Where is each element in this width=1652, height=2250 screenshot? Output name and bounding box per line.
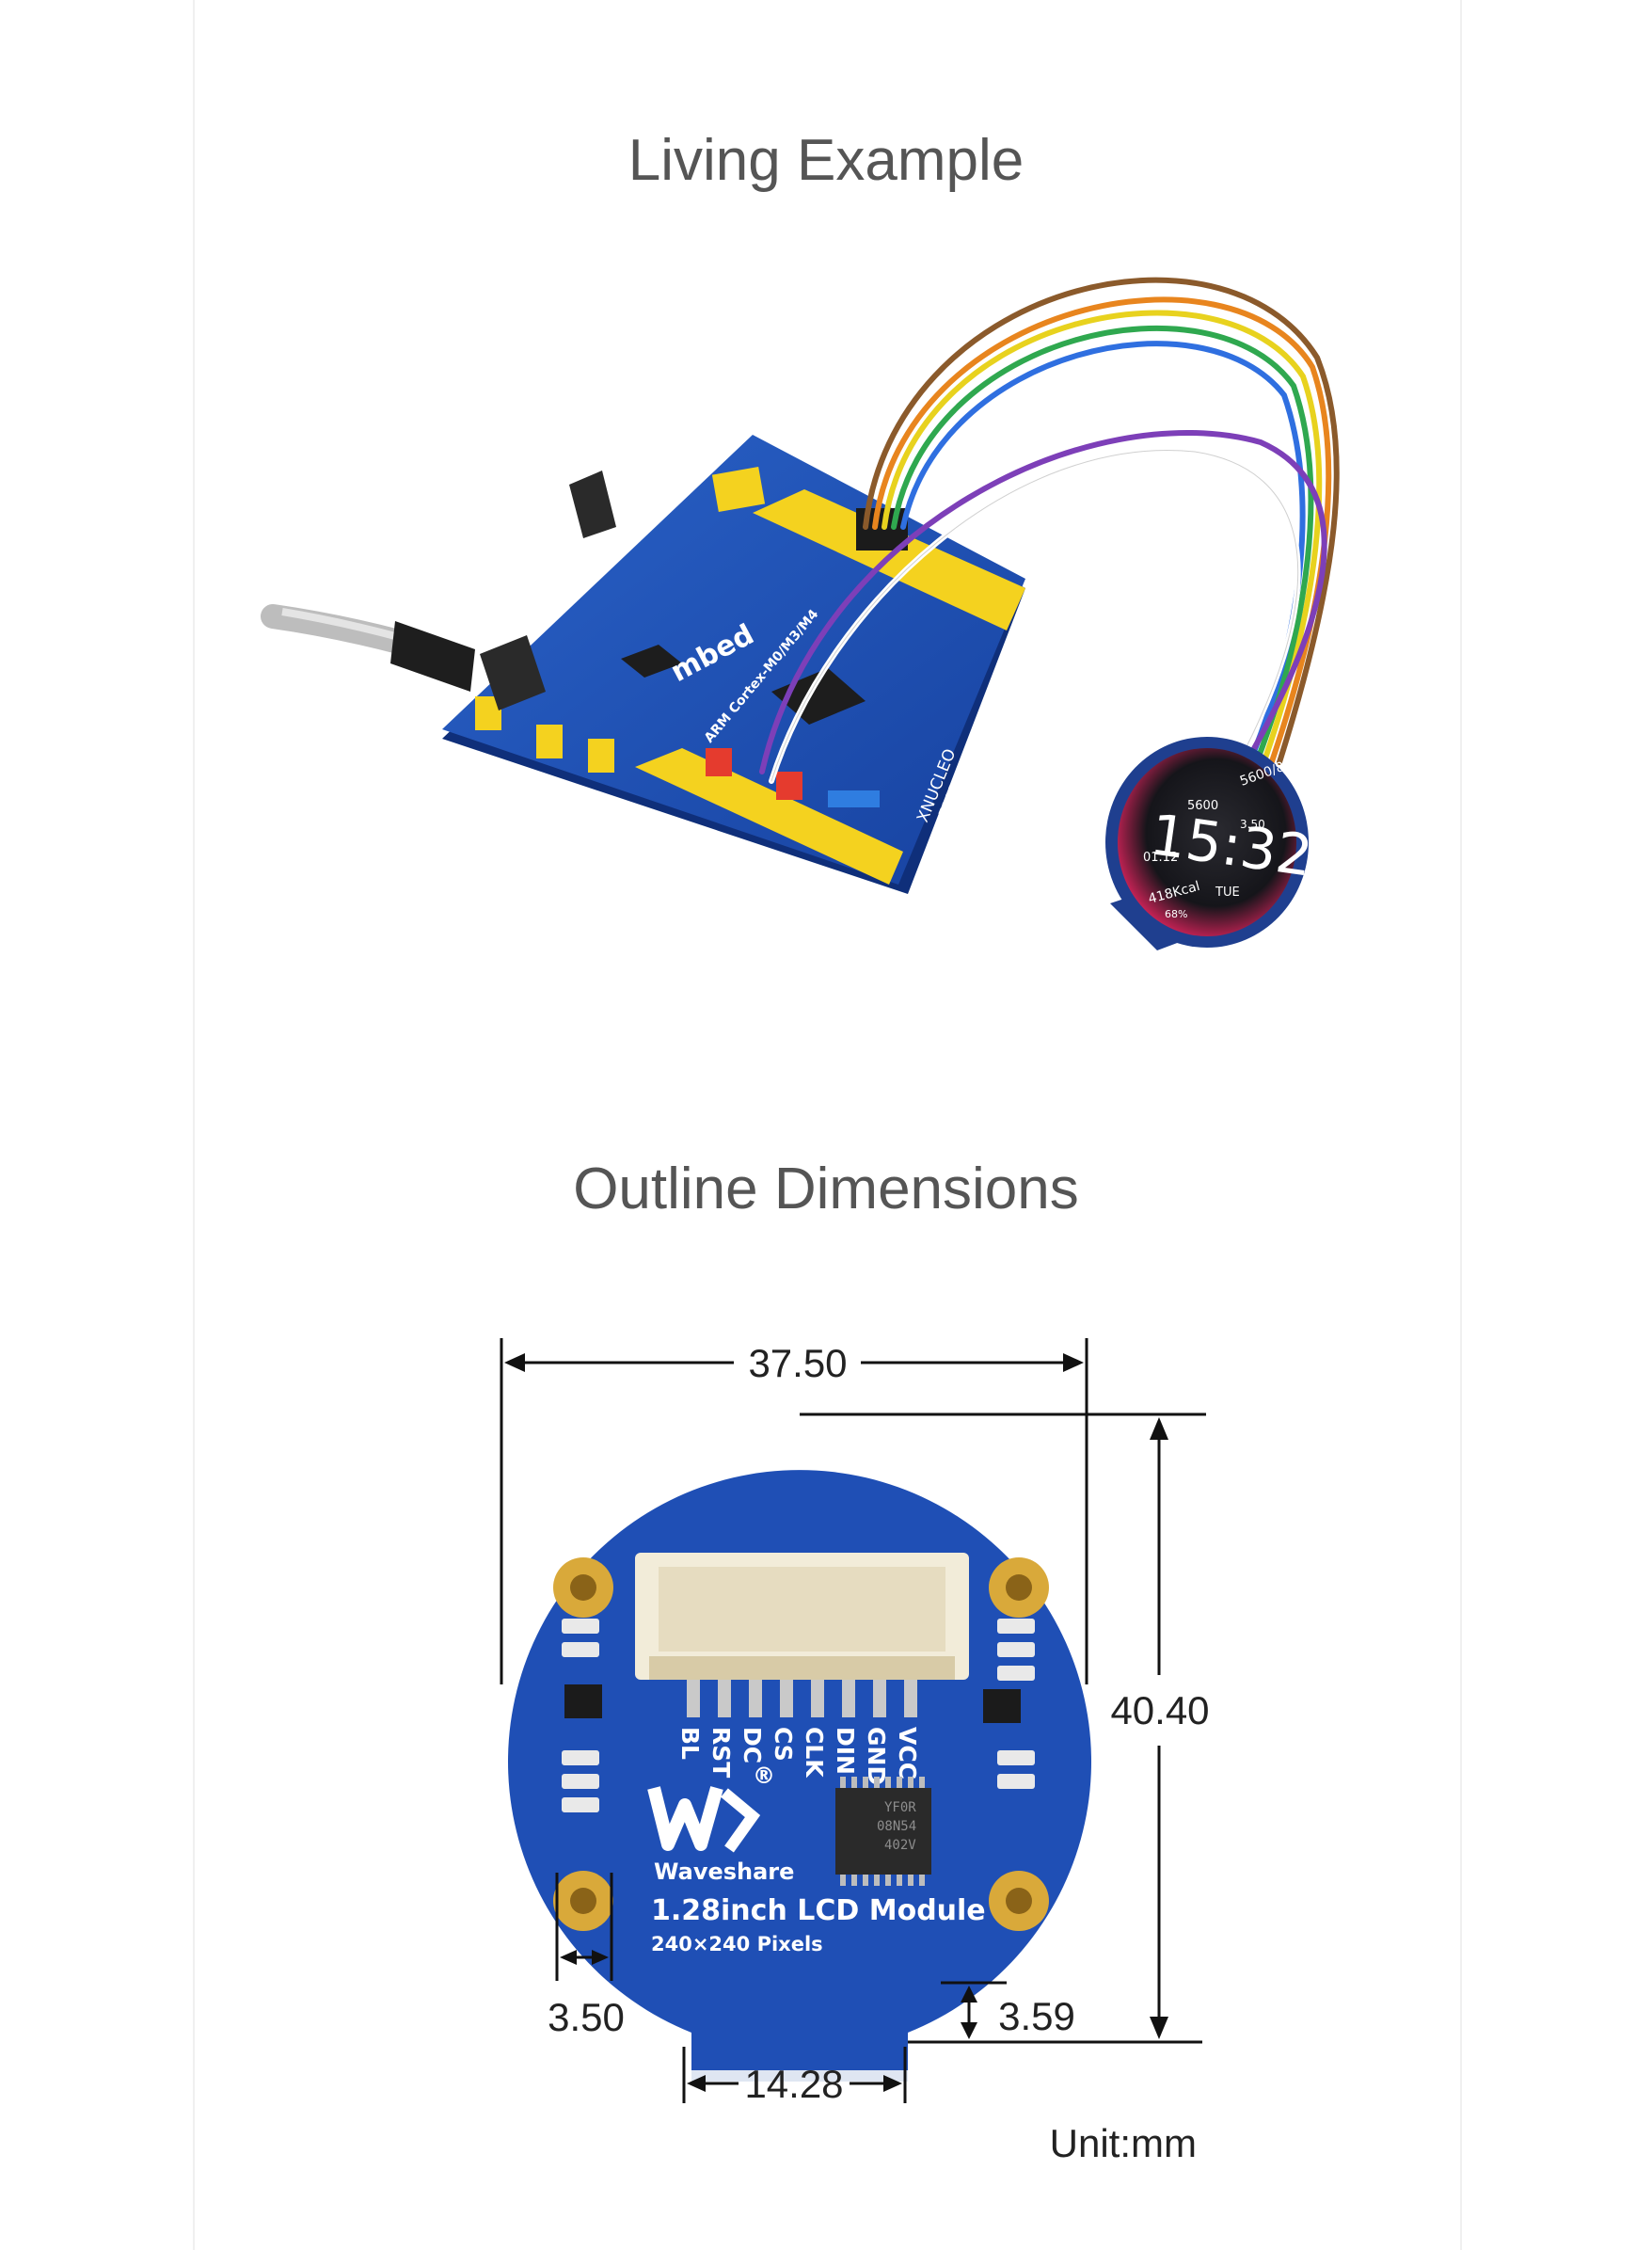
- driver-chip: [835, 1788, 931, 1875]
- chip-marking-3: 402V: [884, 1838, 916, 1853]
- pin-label-clk: CLK: [801, 1727, 828, 1779]
- dim-tab-width-label: 14.28: [744, 2062, 843, 2106]
- watch-distance: 3.50: [1240, 818, 1265, 831]
- dim-tab-height-label: 3.59: [998, 1994, 1075, 2038]
- page-border-right: [1460, 0, 1462, 2250]
- dim-height-label: 40.40: [1110, 1688, 1209, 1732]
- pin-label-rst: RST: [707, 1727, 735, 1778]
- watch-steps: 5600: [1187, 799, 1218, 813]
- power-plug: [390, 621, 475, 692]
- pin-label-gnd: GND: [863, 1727, 890, 1785]
- module-pixels: 240×240 Pixels: [651, 1933, 823, 1955]
- pin-label-bl: BL: [676, 1727, 704, 1760]
- chip-marking-2: 08N54: [877, 1819, 916, 1834]
- smd-components: [562, 1619, 1035, 1812]
- page-border-left: [193, 0, 195, 2250]
- pin-label-din: DIN: [832, 1727, 859, 1775]
- brand-text: Waveshare: [654, 1859, 794, 1885]
- watch-battery: 68%: [1165, 908, 1187, 920]
- registered-mark: ®: [753, 1763, 775, 1789]
- unit-label: Unit:mm: [1050, 2121, 1197, 2165]
- living-example-photo: mbed ARM Cortex-M0/M3/M4 XNUCLEO -F103RB…: [261, 277, 1340, 950]
- regulator-right: [983, 1689, 1021, 1723]
- regulator-left: [564, 1684, 602, 1718]
- chip-marking-1: YF0R: [884, 1800, 916, 1815]
- pin-label-dc: DC: [739, 1727, 766, 1763]
- pin-label-vcc: VCC: [894, 1727, 921, 1779]
- dim-width-label: 37.50: [748, 1341, 847, 1385]
- round-lcd-photo: 5600/8000 5600 3.50 15:32 01.12 TUE 418K…: [1105, 737, 1316, 950]
- lcd-module-pcb: BL RST DC CS CLK DIN GND VCC YF0R 0: [507, 1470, 1091, 2082]
- dimension-lines: [500, 1338, 1206, 2103]
- module-title: 1.28inch LCD Module: [651, 1894, 986, 1927]
- living-example-heading: Living Example: [627, 128, 1025, 193]
- watch-date: 01.12: [1143, 851, 1178, 865]
- pin-label-cs: CS: [770, 1727, 797, 1762]
- waveshare-logo-icon: [647, 1786, 761, 1853]
- watch-day: TUE: [1215, 886, 1240, 900]
- dim-hole-offset-label: 3.50: [548, 1995, 625, 2039]
- dev-board: mbed ARM Cortex-M0/M3/M4 XNUCLEO -F103RB: [442, 435, 1025, 894]
- jumper-wires: [759, 277, 1340, 793]
- outline-dimensions-heading: Outline Dimensions: [573, 1157, 1079, 1221]
